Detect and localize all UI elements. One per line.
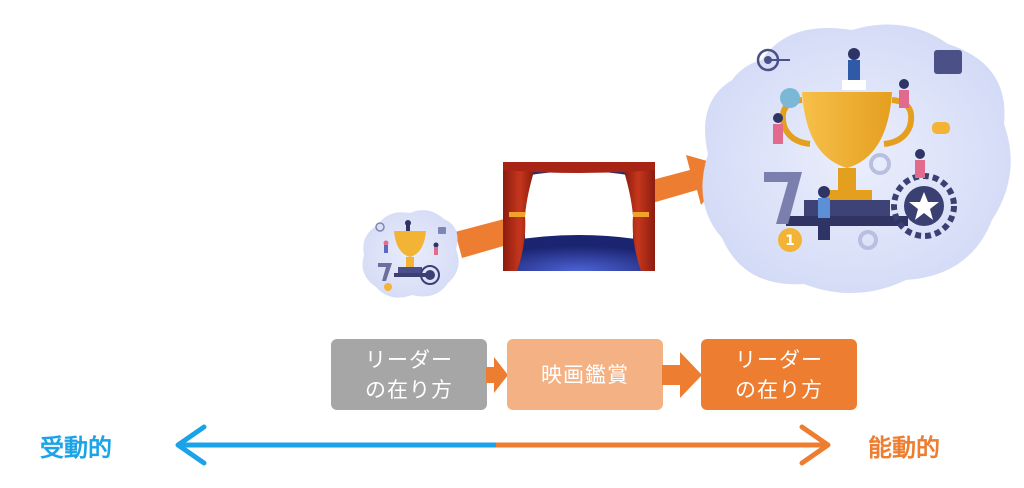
movie-viewing-label: 映画鑑賞 xyxy=(541,362,629,387)
active-label: 能動的 xyxy=(868,434,940,462)
leader-after-box: リーダー の在り方 xyxy=(701,339,857,410)
theater-curtain-icon xyxy=(503,162,655,271)
leader-after-label: リーダー の在り方 xyxy=(735,347,823,402)
passive-label: 受動的 xyxy=(40,434,112,462)
leader-before-label: リーダー の在り方 xyxy=(365,347,453,402)
svg-text:1: 1 xyxy=(785,233,795,249)
large-trophy-team-illustration: 1 xyxy=(692,14,1020,304)
flow-arrow-2 xyxy=(662,352,702,398)
leader-before-box: リーダー の在り方 xyxy=(331,339,487,410)
movie-viewing-box: 映画鑑賞 xyxy=(507,339,663,410)
flow-arrow-1 xyxy=(486,357,508,393)
small-trophy-team-illustration xyxy=(358,205,462,301)
passive-active-axis xyxy=(175,424,831,466)
